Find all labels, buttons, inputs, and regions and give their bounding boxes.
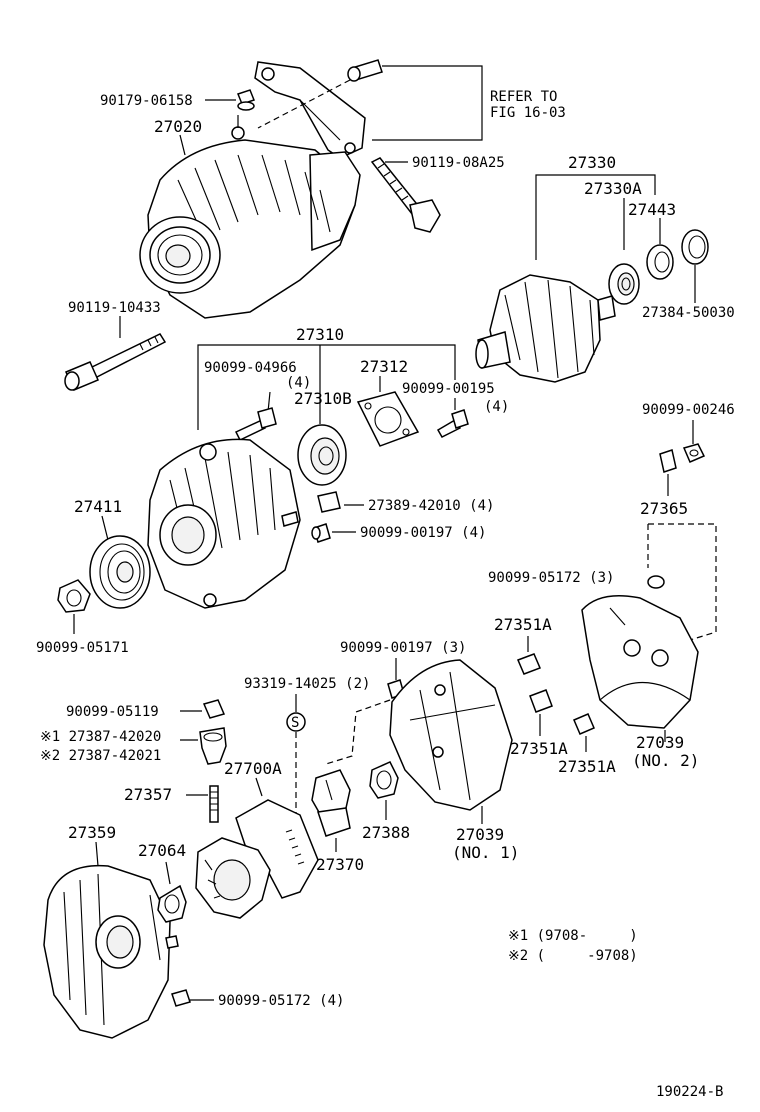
label-90099-00197b: 90099-00197 (3): [340, 640, 466, 656]
label-27357: 27357: [124, 785, 172, 804]
label-27388: 27388: [362, 823, 410, 842]
label-27365: 27365: [640, 499, 688, 518]
brush-holder: [195, 837, 271, 919]
rear-end-cover-no2: [581, 595, 699, 729]
pulley-nut: [57, 579, 91, 613]
clamp-27388: [369, 761, 399, 799]
adjusting-bolt: [370, 157, 441, 233]
refer-bracket-lines: [372, 65, 483, 141]
label-90099-05171: 90099-05171: [36, 640, 129, 656]
label-27330: 27330: [568, 153, 616, 172]
s-marker: S: [291, 715, 299, 731]
nut-90099-05172a: [647, 575, 665, 589]
bushing-27351A-2: [529, 689, 553, 713]
label-27359: 27359: [68, 823, 116, 842]
label-93319-14025: 93319-14025 (2): [244, 676, 370, 692]
label-90099-00246: 90099-00246: [642, 402, 735, 418]
label-27039-no1: 27039: [456, 825, 504, 844]
label-90099-00195: 90099-00195: [402, 381, 495, 397]
terminal-nut: [237, 89, 255, 111]
through-bolt: [64, 333, 167, 391]
label-27039-no1-sub: (NO. 1): [452, 843, 519, 862]
label-27443: 27443: [628, 200, 676, 219]
label-27039-no2: 27039: [636, 733, 684, 752]
label-27351A-2: 27351A: [510, 739, 568, 758]
figure-id: 190224-B: [656, 1084, 723, 1100]
rotor: [475, 274, 616, 383]
guide-27365: [648, 523, 717, 641]
bracket-27330: [535, 174, 656, 260]
terminal-insulator-27387: [199, 727, 227, 765]
insulator-27389: [317, 491, 341, 513]
drive-end-frame: [147, 438, 301, 609]
nut-90099-05119: [202, 699, 226, 719]
nut-90099-00246: [682, 443, 706, 463]
front-bearing-27310B: [297, 424, 347, 486]
label-27310B: 27310B: [294, 389, 352, 408]
bracket-27310: [197, 344, 456, 430]
note-1: ※1 (9708- ): [508, 928, 638, 944]
label-27370: 27370: [316, 855, 364, 874]
bracket-bolt: [347, 59, 383, 82]
label-90099-05119: 90099-05119: [66, 704, 159, 720]
pulley-27411: [89, 535, 151, 609]
rectifier-holder-no1: [389, 659, 513, 811]
gasket-27064: [157, 884, 187, 923]
guide-00197b: [325, 699, 391, 765]
note-2: ※2 ( -9708): [508, 948, 638, 964]
refer-note-line1: REFER TO: [490, 89, 557, 105]
label-90099-05172b: 90099-05172 (4): [218, 993, 344, 1009]
retainer-plate-27312: [356, 391, 420, 447]
label-27700A: 27700A: [224, 759, 282, 778]
alternator-assembly: [139, 115, 361, 319]
label-27330A: 27330A: [584, 179, 642, 198]
label-27411: 27411: [74, 497, 122, 516]
label-90099-05172a: 90099-05172 (3): [488, 570, 614, 586]
label-27312: 27312: [360, 357, 408, 376]
label-27064: 27064: [138, 841, 186, 860]
label-90099-04966-qty: (4): [286, 375, 311, 391]
bracket: [254, 61, 366, 159]
label-27039-no2-sub: (NO. 2): [632, 751, 699, 770]
refer-note-line2: FIG 16-03: [490, 105, 566, 121]
label-90099-04966: 90099-04966: [204, 360, 297, 376]
label-90179-06158: 90179-06158: [100, 93, 193, 109]
bushing-27351A-3: [573, 713, 595, 735]
label-27387-42020: ※1 27387-42020: [40, 729, 161, 745]
cover-27384-50030: [681, 229, 709, 265]
label-90119-08A25: 90119-08A25: [412, 155, 505, 171]
label-27020: 27020: [154, 117, 202, 136]
screw-90099-00195: [436, 409, 469, 438]
label-27387-42021: ※2 27387-42021: [40, 748, 161, 764]
nut-90099-05172b: [171, 989, 191, 1007]
rear-end-cover-27359: [43, 864, 179, 1039]
label-90099-00197a: 90099-00197 (4): [360, 525, 486, 541]
bearing-cover-27443: [646, 244, 674, 280]
label-27310: 27310: [296, 325, 344, 344]
label-90119-10433: 90119-10433: [68, 300, 161, 316]
label-27351A-1: 27351A: [494, 615, 552, 634]
label-90099-00195-qty: (4): [484, 399, 509, 415]
bushing-27351A-1: [517, 653, 541, 675]
bushing-27365: [659, 449, 677, 473]
screw-90099-04966: [234, 407, 277, 441]
label-27384-50030: 27384-50030: [642, 305, 735, 321]
terminal-bolt-27357: [209, 785, 219, 823]
rear-bearing-27330A: [608, 263, 640, 305]
s-marker-circle: [286, 712, 306, 732]
screw-90099-00197a: [311, 523, 331, 543]
connector-27370: [311, 769, 351, 837]
bracket-guide-line: [257, 79, 351, 129]
label-27351A-3: 27351A: [558, 757, 616, 776]
label-27389-42010: 27389-42010 (4): [368, 498, 494, 514]
